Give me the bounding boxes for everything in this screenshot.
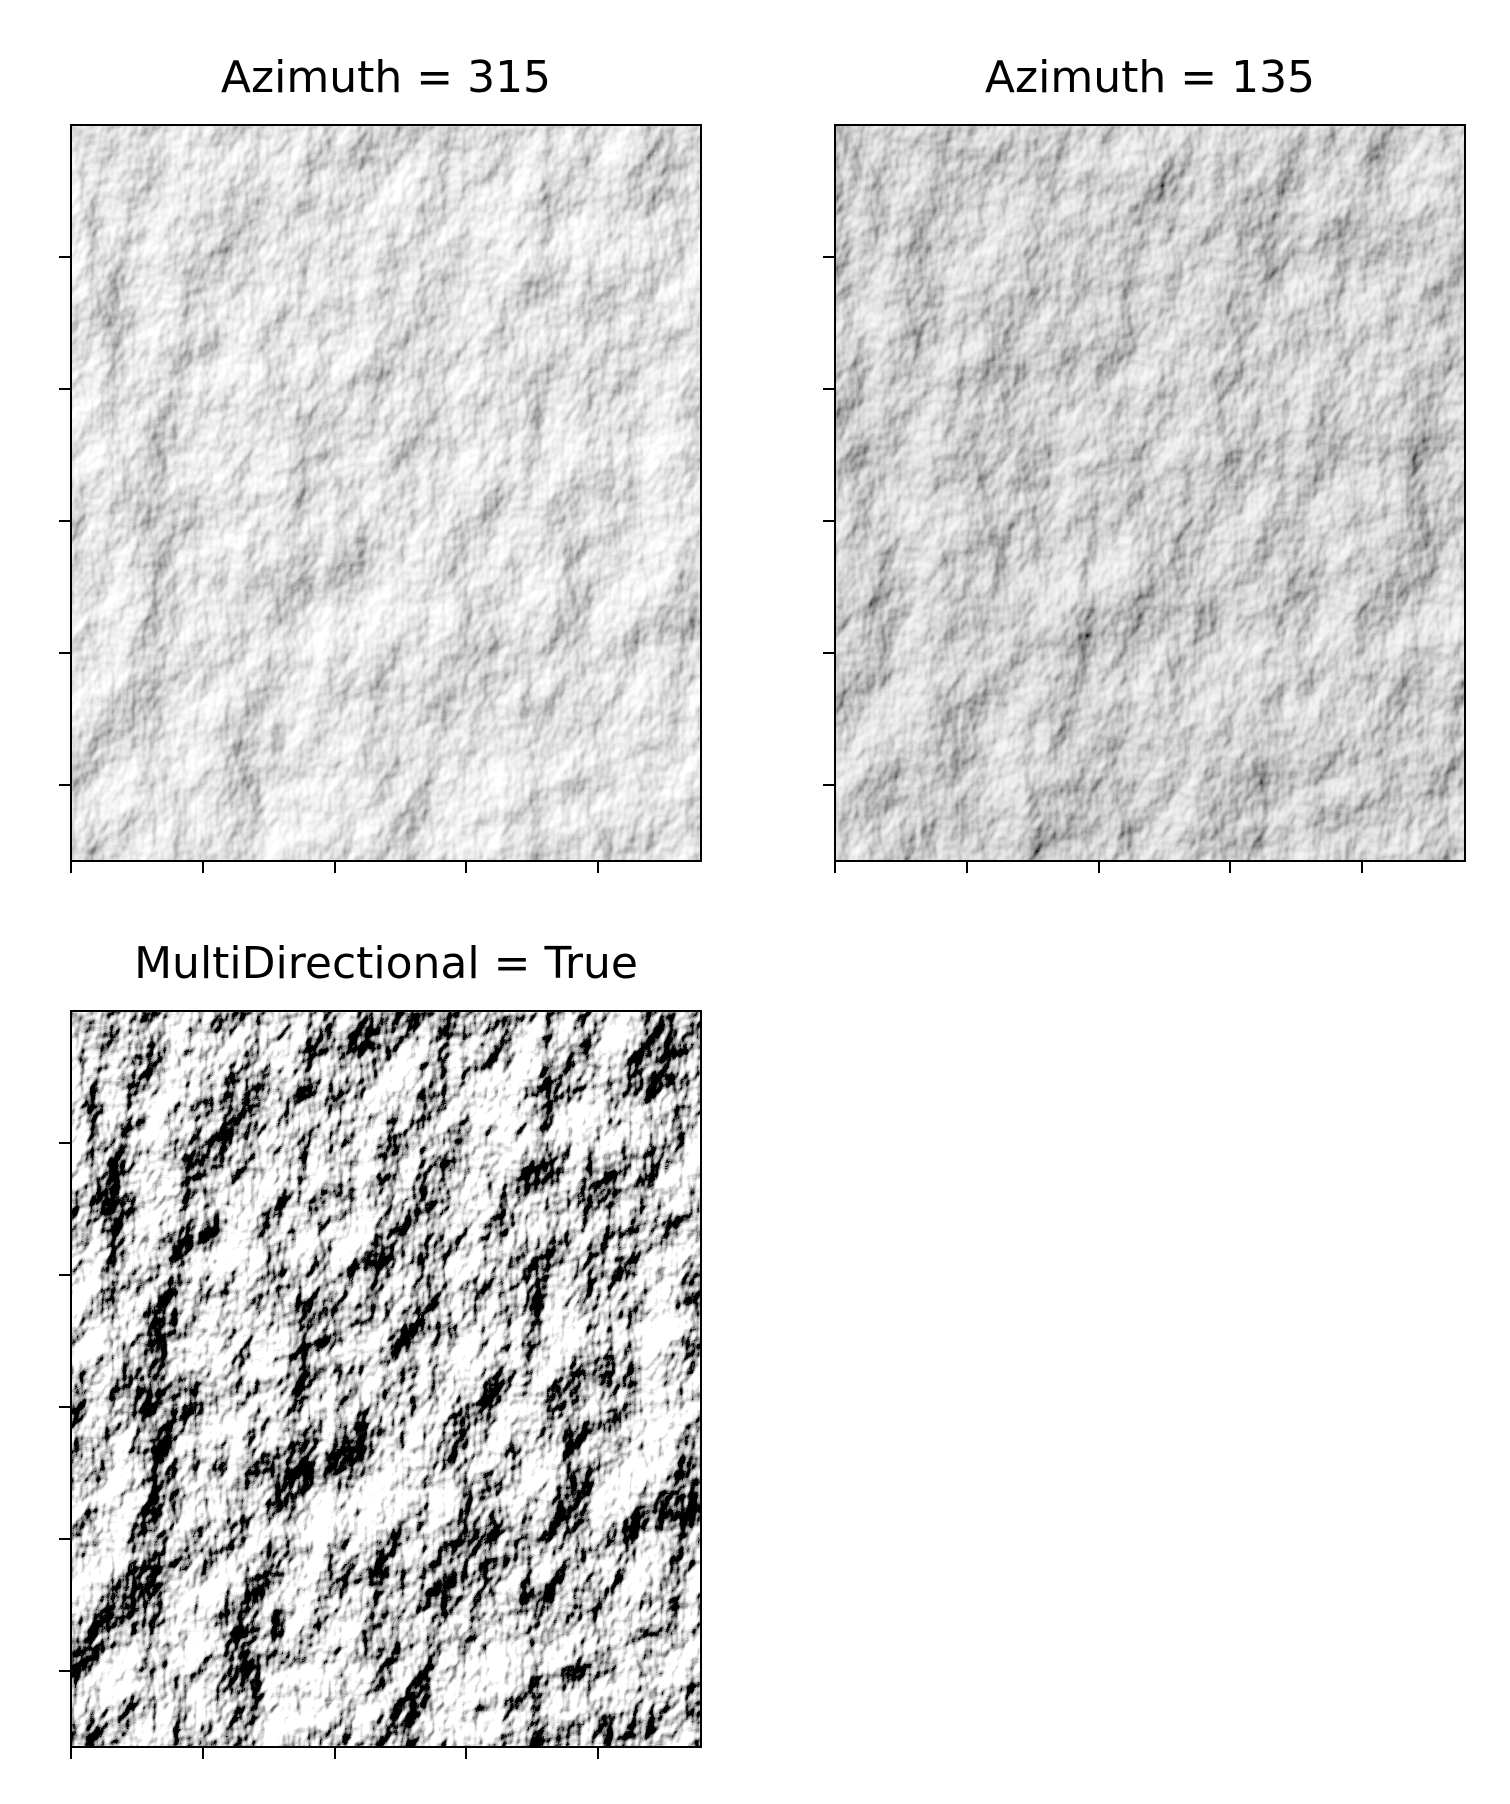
x-tick-multidirectional xyxy=(70,1748,72,1759)
x-tick-azimuth-315 xyxy=(465,862,468,873)
y-tick-azimuth-315 xyxy=(59,256,70,258)
x-tick-multidirectional xyxy=(597,1748,600,1759)
x-tick-azimuth-135 xyxy=(1361,862,1364,873)
hillshade-image-multidirectional xyxy=(72,1012,700,1746)
x-tick-azimuth-135 xyxy=(965,862,968,873)
y-tick-azimuth-315 xyxy=(59,388,70,390)
y-tick-azimuth-315 xyxy=(59,652,70,654)
x-tick-azimuth-135 xyxy=(834,862,836,873)
y-tick-multidirectional xyxy=(59,1538,70,1540)
x-tick-azimuth-315 xyxy=(333,862,336,873)
panel-title-multidirectional: MultiDirectional = True xyxy=(134,938,638,989)
hillshade-plot-multidirectional xyxy=(70,1010,702,1748)
y-tick-azimuth-135 xyxy=(823,256,834,258)
y-tick-azimuth-135 xyxy=(823,784,834,786)
hillshade-plot-azimuth-135 xyxy=(834,124,1466,862)
y-tick-azimuth-135 xyxy=(823,388,834,390)
x-tick-multidirectional xyxy=(465,1748,468,1759)
x-tick-azimuth-315 xyxy=(597,862,600,873)
panel-title-azimuth-135: Azimuth = 135 xyxy=(984,52,1316,103)
y-tick-azimuth-135 xyxy=(823,520,834,522)
hillshade-image-azimuth-315 xyxy=(72,126,700,860)
x-tick-azimuth-315 xyxy=(201,862,204,873)
y-tick-multidirectional xyxy=(59,1142,70,1144)
x-tick-multidirectional xyxy=(333,1748,336,1759)
x-tick-azimuth-135 xyxy=(1097,862,1100,873)
panel-title-azimuth-315: Azimuth = 315 xyxy=(220,52,552,103)
x-tick-azimuth-135 xyxy=(1229,862,1232,873)
y-tick-azimuth-315 xyxy=(59,784,70,786)
y-tick-azimuth-315 xyxy=(59,520,70,522)
y-tick-multidirectional xyxy=(59,1274,70,1276)
y-tick-multidirectional xyxy=(59,1670,70,1672)
y-tick-multidirectional xyxy=(59,1406,70,1408)
hillshade-plot-azimuth-315 xyxy=(70,124,702,862)
y-tick-azimuth-135 xyxy=(823,652,834,654)
hillshade-image-azimuth-135 xyxy=(836,126,1464,860)
x-tick-multidirectional xyxy=(201,1748,204,1759)
x-tick-azimuth-315 xyxy=(70,862,72,873)
